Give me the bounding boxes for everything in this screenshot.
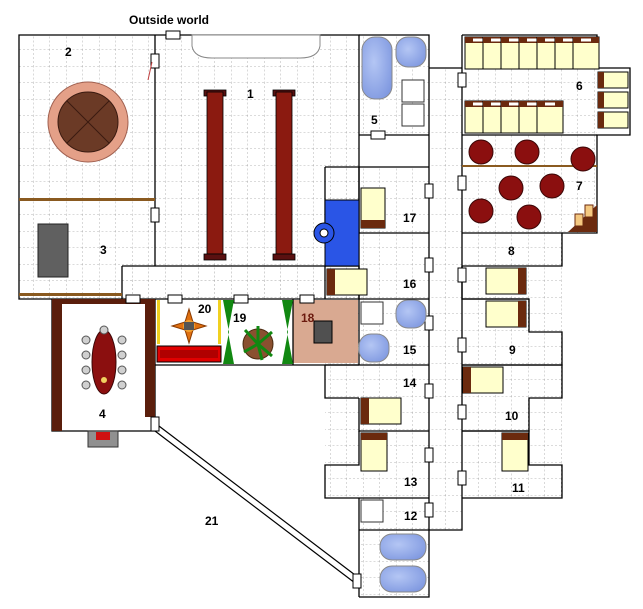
door-1-19 [233, 294, 249, 304]
room-17-furniture [313, 187, 386, 267]
room-3-label: 3 [100, 243, 107, 257]
room-16-label: 16 [403, 277, 417, 291]
room-11-bed [501, 432, 529, 472]
room-17-label: 17 [403, 211, 417, 225]
room-11-label: 11 [512, 481, 525, 495]
room-8-label: 8 [508, 244, 515, 258]
door-4-21 [150, 416, 160, 432]
door-9 [457, 337, 467, 353]
room-7-tables [468, 139, 597, 232]
room-12-fixtures [360, 499, 427, 593]
room-15-fixtures [358, 299, 427, 363]
room-19-label: 19 [233, 311, 247, 325]
room-20-furniture [156, 300, 222, 363]
room-7-label: 7 [576, 179, 583, 193]
door-6 [457, 72, 467, 88]
door-17 [424, 183, 434, 199]
room-10-label: 10 [505, 409, 519, 423]
door-13 [424, 447, 434, 463]
room-13-bed [360, 432, 388, 472]
door-1-18 [299, 294, 315, 304]
door-10 [457, 404, 467, 420]
room-12-label: 12 [404, 509, 418, 523]
doors [125, 30, 467, 589]
door-12 [424, 502, 434, 518]
room-5-label: 5 [371, 113, 378, 127]
room-18-label: 18 [301, 311, 315, 325]
outside-world-label: Outside world [129, 13, 209, 27]
room-4-dining-table [81, 325, 127, 448]
door-2-1 [150, 53, 160, 69]
room-9-label: 9 [509, 343, 516, 357]
door-1-20 [167, 294, 183, 304]
room-20-label: 20 [198, 302, 212, 316]
door-8 [457, 267, 467, 283]
room-14-label: 14 [403, 376, 417, 390]
door-3-1 [150, 207, 160, 223]
room-19-furniture [223, 300, 293, 364]
room-21-path [154, 422, 360, 584]
room-6-label: 6 [576, 79, 583, 93]
door-3-4 [125, 294, 141, 304]
room-8-bed [485, 267, 527, 295]
room-3-cabinet [37, 223, 69, 278]
wood-trim [19, 165, 597, 431]
room-4-label: 4 [99, 407, 106, 421]
door-outside [165, 30, 181, 40]
labels: Outside world 2 1 3 4 5 6 7 8 9 10 11 12… [65, 13, 583, 528]
room-15-label: 15 [403, 343, 417, 357]
door-14 [424, 383, 434, 399]
door-11 [457, 470, 467, 486]
room-10-bed [462, 366, 504, 394]
room-1-label: 1 [247, 87, 254, 101]
door-21-12 [352, 573, 362, 589]
room-13-label: 13 [404, 475, 418, 489]
room-21-label: 21 [205, 514, 219, 528]
room-9-bed [485, 300, 527, 328]
room-1-furniture [147, 34, 321, 261]
room-16-bed [326, 268, 368, 296]
door-16 [424, 257, 434, 273]
room-18-cabinet [313, 320, 333, 344]
room-2-round-table [47, 81, 129, 163]
door-15 [424, 315, 434, 331]
room-6-beds [464, 36, 629, 134]
door-5 [370, 130, 386, 140]
door-7 [457, 175, 467, 191]
room-14-bed [360, 397, 402, 425]
room-5-fixtures [361, 36, 427, 127]
room-2-label: 2 [65, 45, 72, 59]
